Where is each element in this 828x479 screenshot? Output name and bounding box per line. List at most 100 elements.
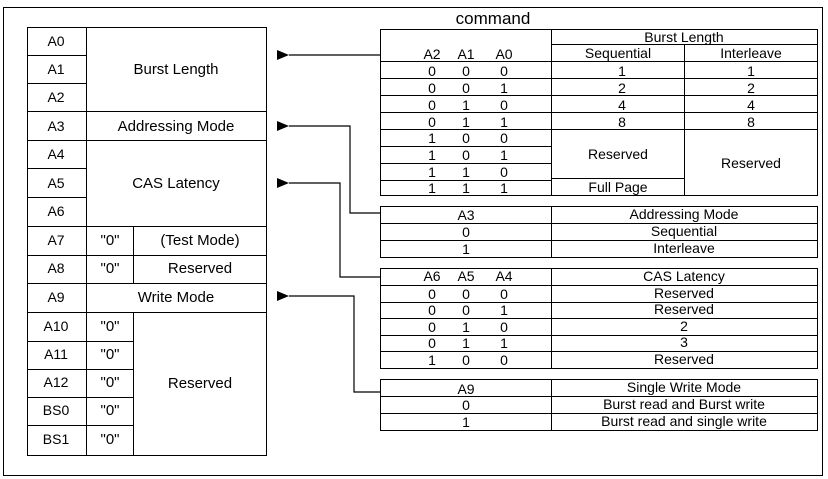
- connectors: [277, 50, 380, 393]
- burst-col-a0: A0: [495, 46, 512, 62]
- pin-label: A7: [47, 232, 64, 248]
- write-table: [380, 379, 818, 431]
- bit: 0: [500, 286, 508, 302]
- bit: 1: [500, 335, 508, 351]
- diagram-title: command: [456, 9, 531, 28]
- bit: 0: [500, 352, 508, 368]
- burst-length-field: Burst Length: [133, 61, 218, 78]
- cas-col-a6: A6: [423, 268, 440, 284]
- bit: 1: [428, 352, 436, 368]
- bit: 0: [462, 130, 470, 146]
- pin-label: A11: [44, 346, 68, 362]
- burst-table-text: Burst Length A2 A1 A0 Sequential Interle…: [423, 29, 782, 196]
- bit: 0: [462, 352, 470, 368]
- bit: 0: [462, 286, 470, 302]
- pin-label: A4: [47, 146, 64, 162]
- write-mode-value: Burst read and single write: [601, 413, 767, 429]
- a7-value: "0": [101, 232, 120, 249]
- pin-label: A10: [44, 318, 69, 334]
- bit: 0: [428, 319, 436, 335]
- write-header: Single Write Mode: [627, 379, 741, 395]
- bit: 1: [500, 180, 508, 196]
- reserved-value: "0": [101, 402, 120, 419]
- bit: 0: [462, 302, 470, 318]
- pin-label: A1: [47, 61, 64, 77]
- bit: 1: [500, 80, 508, 96]
- cas-value: Reserved: [654, 301, 714, 317]
- addressing-table: [380, 206, 818, 258]
- pin-label: BS0: [43, 402, 70, 418]
- reserved-field: Reserved: [168, 375, 232, 392]
- write-table-text: A9 Single Write Mode 0 Burst read and Bu…: [457, 379, 767, 430]
- pin-label: BS1: [43, 431, 70, 447]
- bit: 0: [428, 114, 436, 130]
- bit: 0: [500, 164, 508, 180]
- addressing-header: Addressing Mode: [630, 206, 739, 222]
- bit: 0: [462, 63, 470, 79]
- write-mode-field: Write Mode: [138, 289, 214, 306]
- burst-header: Burst Length: [644, 29, 723, 45]
- bit: 1: [462, 335, 470, 351]
- cas-value: Reserved: [654, 285, 714, 301]
- bit: 1: [462, 180, 470, 196]
- cas-value: Reserved: [654, 351, 714, 367]
- mode-register: [27, 27, 267, 456]
- cas-table: [380, 268, 818, 369]
- bit: 0: [428, 335, 436, 351]
- burst-table: [380, 29, 818, 196]
- addressing-table-text: A3 Addressing Mode 0 Sequential 1 Interl…: [457, 206, 738, 257]
- bit: 1: [428, 147, 436, 163]
- write-mode-value: Burst read and Burst write: [603, 396, 765, 412]
- pin-label: A3: [47, 118, 64, 134]
- burst-seq-value: 1: [618, 63, 626, 79]
- bit: 0: [462, 80, 470, 96]
- write-col-a9: A9: [457, 381, 474, 397]
- bit: 1: [500, 147, 508, 163]
- burst-int-value: 2: [747, 80, 755, 96]
- bit: 1: [462, 319, 470, 335]
- bit: 1: [500, 114, 508, 130]
- reserved-value: "0": [101, 374, 120, 391]
- cas-latency-field: CAS Latency: [132, 175, 220, 192]
- burst-sub-interleave: Interleave: [720, 45, 782, 61]
- pin-label: A8: [47, 260, 64, 276]
- a8-value: "0": [101, 260, 120, 277]
- bit: 0: [428, 97, 436, 113]
- burst-reserved-int: Reserved: [721, 155, 781, 171]
- bit: 1: [462, 164, 470, 180]
- bit: 1: [428, 164, 436, 180]
- bit: 0: [500, 130, 508, 146]
- bit: 1: [462, 114, 470, 130]
- addressing-arrow: [277, 121, 380, 214]
- bit: 1: [462, 414, 470, 430]
- reserved-value: "0": [101, 318, 120, 335]
- bit: 0: [500, 63, 508, 79]
- cas-col-a5: A5: [457, 268, 474, 284]
- pin-label: A2: [47, 89, 64, 105]
- cas-value: 2: [680, 318, 688, 334]
- reserved-value: "0": [101, 346, 120, 363]
- pin-label: A6: [47, 203, 64, 219]
- cas-table-text: A6 A5 A4 CAS Latency 0 0 0 Reserved 0 0 …: [423, 268, 724, 368]
- cas-arrow: [277, 178, 380, 278]
- bit: 0: [462, 147, 470, 163]
- bit: 1: [500, 302, 508, 318]
- pin-label: A5: [47, 175, 64, 191]
- pin-label: A12: [44, 374, 69, 390]
- bit: 1: [462, 97, 470, 113]
- bit: 0: [462, 397, 470, 413]
- a7-label: (Test Mode): [160, 232, 239, 249]
- addressing-mode-field: Addressing Mode: [118, 118, 235, 135]
- burst-seq-value: 4: [618, 97, 626, 113]
- burst-int-value: 8: [747, 114, 755, 130]
- addressing-col-a3: A3: [457, 207, 474, 223]
- write-arrow: [277, 291, 380, 393]
- bit: 0: [428, 302, 436, 318]
- burst-col-a1: A1: [457, 46, 474, 62]
- addressing-mode-value: Sequential: [651, 223, 717, 239]
- addressing-mode-value: Interleave: [653, 240, 715, 256]
- bit: 0: [428, 80, 436, 96]
- bit: 1: [428, 130, 436, 146]
- register-pins: A0 A1 A2 A3 A4 A5 A6 A7 A8 A9 A10 A11 A1…: [43, 33, 70, 447]
